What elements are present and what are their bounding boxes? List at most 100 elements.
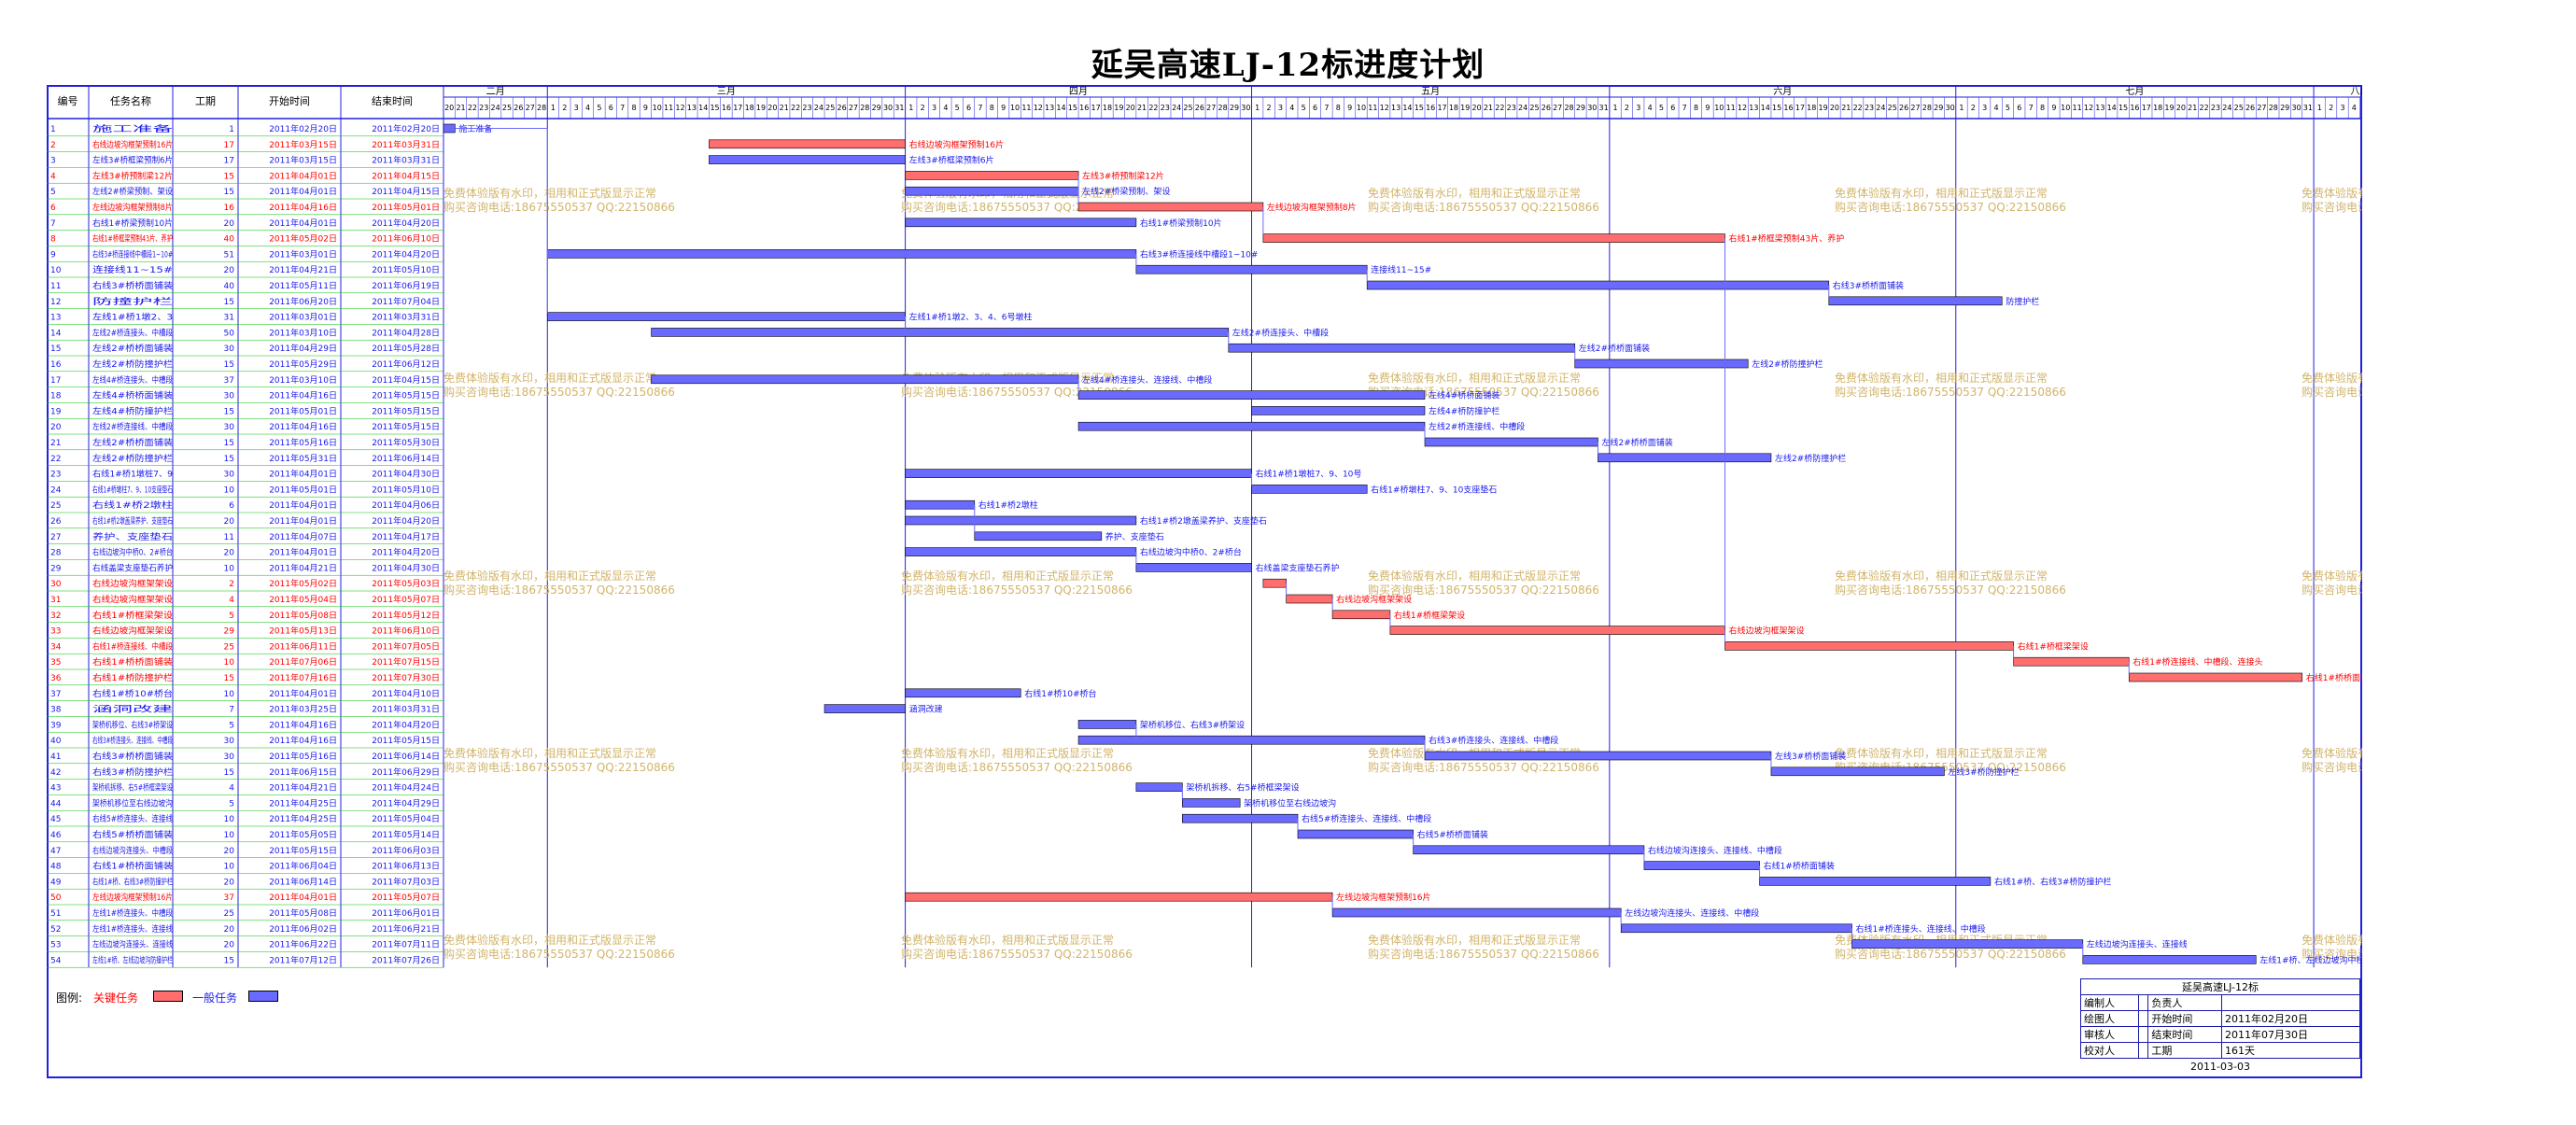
day-label: 3	[2340, 104, 2344, 112]
task-bar[interactable]	[905, 171, 1079, 180]
task-bar[interactable]	[443, 123, 456, 134]
task-bar[interactable]	[1262, 233, 1725, 243]
task-bar[interactable]	[1077, 720, 1137, 729]
task-duration: 37	[224, 893, 234, 903]
task-bar[interactable]	[1574, 359, 1749, 369]
task-bar[interactable]	[1228, 343, 1576, 353]
task-bar-label: 左线1#桥1墩2、3、4、6号墩柱	[909, 312, 1033, 323]
task-bar-label: 右线1#桥框梁架设	[2018, 640, 2089, 652]
month-label: 八月	[2351, 86, 2362, 97]
task-bar[interactable]	[1262, 578, 1287, 588]
task-bar[interactable]	[905, 499, 976, 510]
task-bar[interactable]	[546, 249, 1137, 259]
task-bar[interactable]	[905, 892, 1333, 902]
task-bar[interactable]	[974, 531, 1103, 541]
task-bar[interactable]	[905, 515, 1137, 526]
task-bar[interactable]	[1851, 939, 2084, 949]
task-bar[interactable]	[1135, 563, 1252, 572]
task-bar-label: 右线3#桥桥面铺装	[1833, 280, 1904, 291]
task-bar[interactable]	[651, 374, 1079, 385]
task-bar[interactable]	[1413, 845, 1645, 855]
task-bar[interactable]	[1331, 907, 1622, 918]
task-bar[interactable]	[1331, 610, 1391, 620]
task-bar[interactable]	[651, 328, 1230, 337]
task-bar-label: 右线边坡沟框架架设	[1728, 626, 1804, 637]
task-bar[interactable]	[2013, 656, 2130, 667]
task-end: 2011年07月26日	[372, 954, 440, 965]
task-bar[interactable]	[1077, 202, 1264, 212]
task-bar[interactable]	[1828, 296, 2003, 306]
watermark-text: 购买咨询电话:18675550537 QQ:22150866	[2302, 947, 2362, 961]
task-bar[interactable]	[1424, 751, 1772, 761]
task-id: 42	[50, 768, 61, 778]
task-start: 2011年04月01日	[269, 892, 337, 903]
day-label: 9	[1705, 104, 1710, 112]
task-bar[interactable]	[823, 704, 906, 713]
task-bar[interactable]	[1759, 877, 1992, 886]
task-bar[interactable]	[1286, 594, 1333, 604]
task-end: 2011年06月29日	[372, 766, 440, 778]
task-bar[interactable]	[2082, 955, 2257, 964]
task-bar[interactable]	[546, 312, 906, 321]
task-end: 2011年07月11日	[372, 939, 440, 950]
day-label: 5	[1302, 104, 1306, 112]
task-bar[interactable]	[1620, 923, 1852, 934]
task-bar[interactable]	[1724, 641, 2014, 651]
task-bar[interactable]	[1770, 766, 1945, 777]
task-bar[interactable]	[1643, 861, 1760, 870]
task-end: 2011年04月30日	[372, 562, 440, 573]
day-label: 24	[814, 104, 823, 112]
day-label: 8	[1336, 104, 1341, 112]
day-label: 26	[1899, 104, 1908, 112]
task-bar[interactable]	[905, 547, 1137, 556]
month-label: 七月	[2125, 86, 2144, 97]
task-id: 2	[50, 141, 56, 150]
task-bar[interactable]	[1424, 437, 1598, 447]
day-label: 16	[722, 104, 731, 112]
day-label: 28	[860, 104, 869, 112]
task-start: 2011年06月02日	[269, 923, 337, 935]
task-bar[interactable]	[1598, 453, 1772, 463]
task-bar[interactable]	[1077, 735, 1426, 745]
task-duration: 30	[224, 345, 235, 354]
day-label: 29	[2280, 104, 2289, 112]
task-bar[interactable]	[1182, 813, 1299, 823]
day-label: 1	[1255, 104, 1260, 112]
day-label: 12	[1034, 104, 1043, 112]
task-bar[interactable]	[1135, 264, 1368, 274]
day-label: 27	[1910, 104, 1920, 112]
watermark-text: 免费体验版有水印，相用和正式版显示正常	[443, 746, 656, 760]
task-duration: 15	[224, 674, 234, 683]
task-bar[interactable]	[1077, 390, 1426, 400]
task-bar[interactable]	[905, 469, 1252, 478]
task-bar[interactable]	[905, 218, 1137, 228]
task-start: 2011年05月04日	[269, 594, 337, 605]
task-bar[interactable]	[709, 155, 906, 164]
task-bar[interactable]	[1251, 406, 1426, 415]
day-label: 30	[1587, 104, 1597, 112]
task-bar[interactable]	[2128, 672, 2303, 682]
task-bar-label: 右线1#桥2墩盖梁养护、支座垫石	[1140, 515, 1267, 527]
task-duration: 20	[224, 941, 235, 950]
day-label: 11	[2073, 104, 2082, 112]
task-bar[interactable]	[1389, 626, 1725, 635]
task-bar[interactable]	[1182, 798, 1241, 808]
task-bar-label: 左线2#桥防撞护栏	[1775, 453, 1846, 464]
column-header-name: 任务名称	[110, 94, 151, 107]
task-name: 右线1#桥墩柱7、9、10支座垫石	[92, 484, 173, 495]
task-bar[interactable]	[905, 186, 1079, 196]
task-start: 2011年07月16日	[269, 672, 337, 683]
task-bar[interactable]	[709, 139, 906, 149]
task-bar[interactable]	[1251, 485, 1368, 494]
task-bar[interactable]	[1366, 280, 1830, 290]
task-bar[interactable]	[1297, 829, 1414, 839]
task-start: 2011年04月29日	[269, 343, 337, 354]
task-end: 2011年07月03日	[372, 876, 440, 887]
task-bar[interactable]	[1077, 421, 1426, 431]
task-end: 2011年03月31日	[372, 312, 440, 323]
task-bar[interactable]	[905, 688, 1021, 698]
task-bar[interactable]	[1135, 782, 1183, 792]
task-id: 26	[50, 517, 62, 527]
task-duration: 30	[224, 737, 235, 746]
